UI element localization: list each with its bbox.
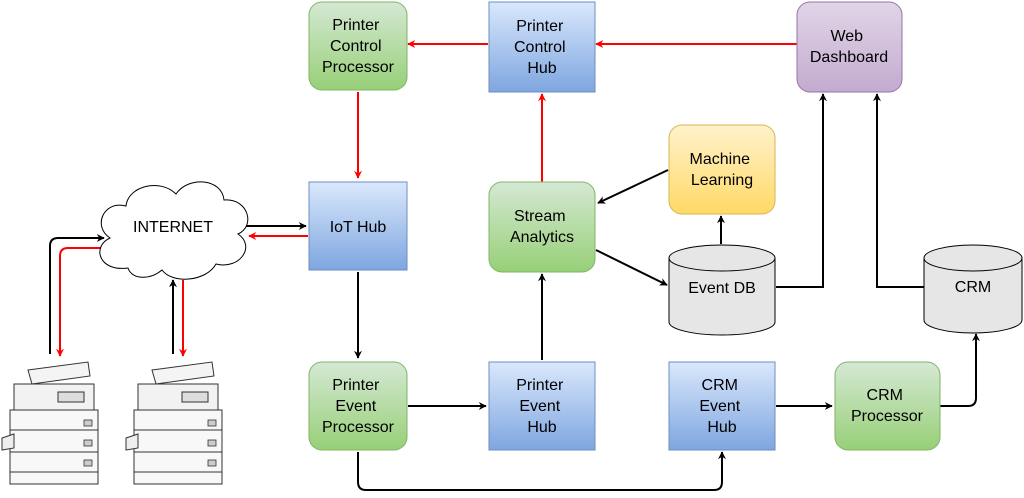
svg-text:Stream Analytics: Stream Analytics: [510, 208, 574, 246]
printer-icon: [1, 361, 99, 485]
node-label-line: Printer: [332, 17, 380, 34]
svg-text:Machine Learning: Machine Learning: [690, 151, 755, 189]
node-label-line: Printer: [332, 377, 380, 394]
edge-internet-to-printer-1: [56, 247, 106, 357]
node-crm-db: CRM: [923, 244, 1023, 334]
node-label-line: Event: [519, 398, 560, 415]
node-label-line: Control: [330, 38, 382, 55]
node-label-line: Hub: [527, 419, 556, 436]
node-label-line: Event: [699, 398, 740, 415]
node-label-line: Printer: [516, 377, 564, 394]
node-label-line: Dashboard: [810, 49, 888, 66]
node-label-line: Hub: [707, 419, 736, 436]
node-printer-control-processor: Printer Control Processor: [308, 1, 408, 91]
node-printer-control-hub: Printer Control Hub: [488, 1, 596, 93]
node-label-line: Processor: [322, 59, 395, 76]
node-label-line: Processor: [322, 419, 395, 436]
edge-printer-event-processor-to-crm-event-hub: [357, 451, 726, 491]
node-printer-event-hub: Printer Event Hub: [488, 361, 596, 451]
svg-text:CRM Processor: CRM Processor: [851, 387, 924, 425]
node-crm-event-hub: CRM Event Hub: [668, 361, 776, 451]
node-label-line: Web: [830, 28, 863, 45]
node-label-line: Machine: [690, 151, 751, 168]
svg-text:Printer Event: Printer Event Hub: [516, 377, 568, 436]
node-event-db: Event DB: [668, 244, 776, 336]
node-machine-learning: Machine Learning: [668, 124, 776, 215]
svg-text:Printer Event: Printer Event Processor: [322, 377, 395, 436]
edge-printer-1-to-internet: [49, 234, 105, 354]
database-icon: [923, 244, 1023, 334]
internet-label: INTERNET: [133, 219, 213, 236]
edge-event-db-to-web-dashboard: [776, 93, 827, 288]
edge-machine-learning-to-stream-analytics: [597, 169, 669, 204]
node-crm-processor: CRM Processor: [834, 361, 941, 451]
node-label-line: Event DB: [688, 280, 756, 297]
node-label-line: Stream: [514, 208, 566, 225]
node-label-line: Printer: [516, 18, 564, 35]
node-internet: INTERNET: [99, 181, 249, 280]
node-stream-analytics: Stream Analytics: [488, 181, 596, 273]
node-label-line: Event: [335, 398, 376, 415]
cloud-icon: [99, 181, 249, 280]
node-label-line: Processor: [851, 408, 924, 425]
svg-text:Printer Control: Printer Control Hub: [514, 18, 570, 77]
node-iot-hub: IoT Hub: [308, 181, 408, 271]
svg-text:Web Dashboard: Web Dashboard: [810, 28, 888, 66]
node-label-line: Control: [514, 39, 566, 56]
node-label-line: CRM: [955, 279, 991, 296]
edge-crm-processor-to-crm-db: [940, 333, 980, 407]
edge-stream-analytics-to-event-db: [595, 249, 668, 286]
node-label-line: IoT Hub: [330, 219, 387, 236]
database-icon: [668, 244, 776, 336]
node-label-line: CRM: [702, 377, 738, 394]
printer-icon: [125, 361, 223, 485]
node-label-line: Analytics: [510, 229, 574, 246]
node-label-line: Hub: [527, 60, 556, 77]
svg-text:CRM Event Hub: CRM Event Hub: [699, 377, 744, 436]
node-label-line: Learning: [691, 172, 753, 189]
edge-crm-db-to-web-dashboard: [873, 93, 924, 288]
svg-text:Printer Control: Printer Control Processor: [322, 17, 395, 76]
node-web-dashboard: Web Dashboard: [796, 1, 903, 93]
node-printer-event-processor: Printer Event Processor: [308, 361, 408, 451]
node-label-line: CRM: [867, 387, 903, 404]
